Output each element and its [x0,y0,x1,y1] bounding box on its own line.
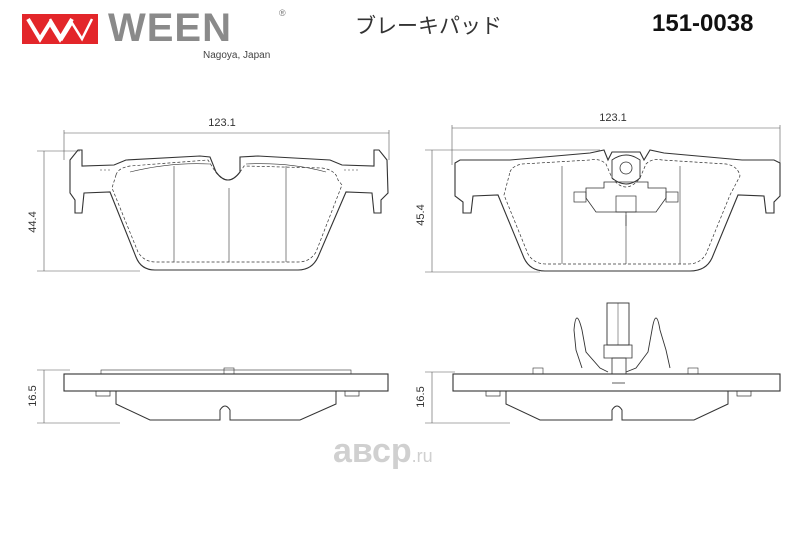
right-thickness-dimension: 16.5 [415,386,427,407]
right-pad-top-view [425,125,781,273]
brand-tagline: Nagoya, Japan [203,50,271,61]
right-width-dimension: 123.1 [599,112,627,124]
left-pad-top-view [37,130,390,272]
product-name: ブレーキパッド [355,14,502,38]
brand-name: WEEN [108,6,232,50]
registered-mark: ® [279,8,286,18]
left-thickness-dimension: 16.5 [27,385,39,406]
ween-w-logo-icon [22,14,98,44]
watermark-suffix: .ru [411,446,433,466]
part-number: 151-0038 [652,10,754,37]
left-pad-side-view [37,367,389,424]
left-width-dimension: 123.1 [208,117,236,129]
watermark-main: авср [333,432,412,470]
right-pad-side-view [425,302,781,424]
right-height-dimension: 45.4 [415,204,427,225]
left-height-dimension: 44.4 [27,211,39,232]
abcp-watermark: авср.ru [333,432,433,471]
